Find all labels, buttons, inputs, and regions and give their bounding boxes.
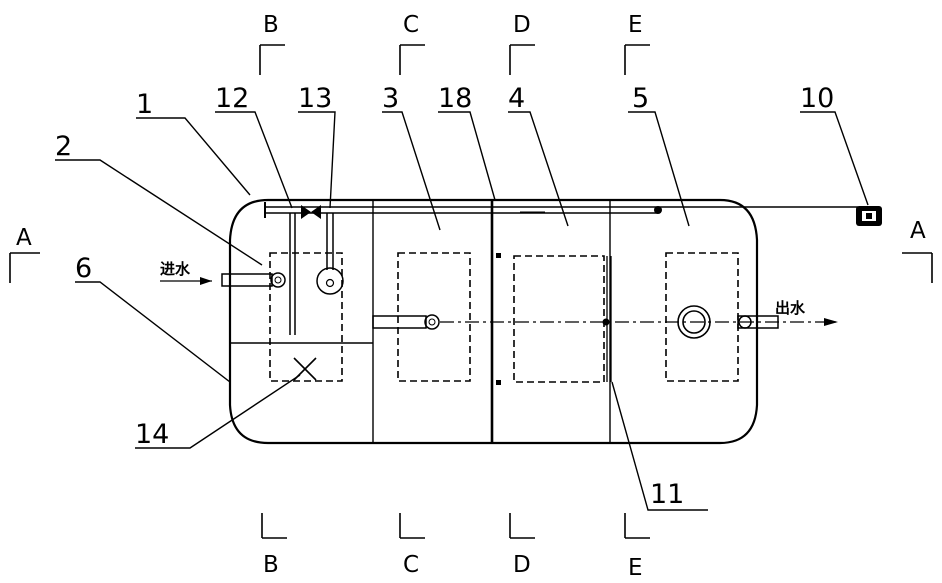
leader-12	[215, 111, 293, 209]
leader-11	[611, 381, 708, 511]
outlet-label: 出水	[775, 299, 806, 317]
pipe-end-bottom	[496, 380, 501, 385]
section-a-right: A	[910, 218, 926, 244]
callout-4: 4	[508, 83, 525, 114]
callout-2: 2	[55, 131, 72, 162]
inlet-elbow-inner	[274, 276, 282, 284]
tank-outline	[228, 198, 759, 445]
outlet-arrow-head	[824, 318, 838, 326]
leader-14	[135, 374, 301, 449]
callout-6: 6	[75, 253, 92, 284]
section-e-top: E	[628, 12, 643, 38]
leader-1	[136, 117, 251, 196]
inlet-arrow-head	[200, 277, 212, 285]
inlet-label: 进水	[160, 260, 191, 278]
leader-lines	[55, 111, 869, 511]
leader-4	[508, 111, 569, 227]
inlet-elbow-icon	[270, 272, 286, 288]
dashed-frame-4	[665, 252, 739, 382]
callout-1: 1	[136, 89, 153, 120]
outlet-well-inner-icon	[682, 310, 706, 334]
pipe-junction-dot	[654, 206, 662, 214]
section-b-bottom: B	[263, 552, 279, 578]
dashed-frame-2	[397, 252, 471, 382]
callout-14: 14	[135, 419, 169, 450]
transfer-pipe	[372, 315, 427, 329]
dashed-frame-1	[269, 252, 343, 382]
callout-3: 3	[382, 83, 399, 114]
transfer-elbow-icon	[424, 314, 440, 330]
section-d-top: D	[513, 12, 531, 38]
section-d-bottom: D	[513, 552, 531, 578]
pump-center-icon	[325, 278, 335, 288]
blower-core	[866, 213, 872, 219]
section-a-left: A	[16, 225, 32, 251]
leader-18	[438, 111, 496, 201]
valve-icon	[301, 205, 321, 219]
leader-2	[55, 159, 263, 266]
outlet-well-outer-icon	[677, 305, 711, 339]
callout-12: 12	[215, 83, 249, 114]
dashed-frame-3	[513, 255, 605, 383]
leader-10	[800, 111, 869, 206]
section-b-top: B	[263, 12, 279, 38]
centerline-node	[602, 318, 610, 326]
section-e-bottom: E	[628, 555, 643, 581]
pipe-end-top	[496, 253, 501, 258]
callout-10: 10	[800, 83, 834, 114]
leader-6	[75, 281, 231, 383]
callout-11: 11	[650, 479, 684, 510]
outlet-pipe	[737, 315, 779, 329]
section-c-top: C	[403, 12, 419, 38]
inlet-pipe	[221, 273, 273, 287]
leader-13	[298, 111, 336, 209]
callout-13: 13	[298, 83, 332, 114]
section-c-bottom: C	[403, 552, 419, 578]
callout-18: 18	[438, 83, 472, 114]
section-brackets	[9, 44, 933, 539]
callout-5: 5	[632, 83, 649, 114]
outlet-elbow-icon	[738, 315, 752, 329]
transfer-elbow-inner	[428, 318, 436, 326]
pump-circle-icon	[316, 267, 344, 295]
leader-3	[382, 111, 441, 231]
leader-5	[628, 111, 690, 227]
